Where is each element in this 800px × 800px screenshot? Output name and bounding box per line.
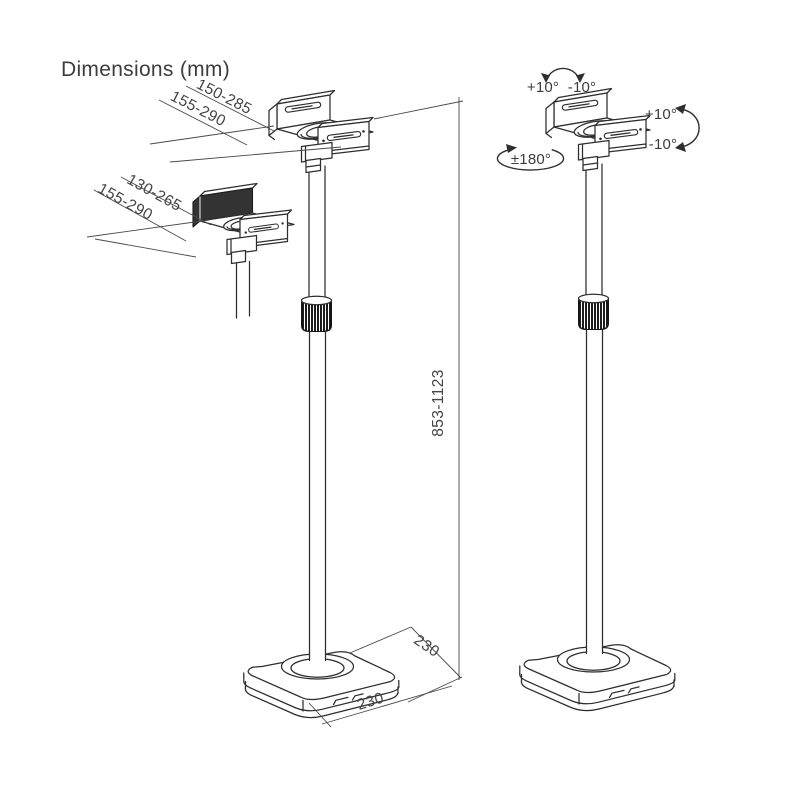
dim-label-230-width: 230 [355, 690, 386, 714]
dim-line-130-265 [120, 176, 212, 226]
right-pole-upper-fill [586, 164, 602, 301]
ext-line-detail-2 [94, 238, 197, 258]
right-pole-upper [585, 163, 603, 302]
detail-hole-left [244, 231, 247, 234]
right-annotations: +10° -10° +10° -10° ±180° [496, 67, 700, 171]
dim-line-155-290-b [93, 189, 187, 242]
ext-line-base-a [349, 626, 412, 654]
top-swivel-arrow-left [541, 73, 550, 83]
rotation-arrow [506, 144, 517, 153]
right-collar [577, 293, 610, 331]
right-pole-lower [585, 325, 604, 655]
left-pole-lower [308, 327, 327, 662]
label-top-swivel-left: +10° [527, 79, 559, 96]
rotation-ellipse-arc [496, 149, 565, 171]
detail-front-slot-detail [253, 226, 272, 231]
right-bracket [546, 89, 650, 171]
side-tilt-arrow-down [675, 142, 686, 152]
left-detail-bracket [192, 182, 295, 319]
left-dimensions: 150-285 155-290 130-265 155-290 853-1123… [86, 76, 464, 728]
side-tilt-arrow-up [675, 104, 686, 114]
top-swivel-arrow-right [576, 73, 585, 83]
ext-line-height-top [373, 100, 464, 120]
right-pole-lower-fill [586, 326, 603, 655]
left-bracket [269, 91, 373, 173]
dim-line-230-width [321, 685, 453, 725]
dim-label-height: 853-1123 [430, 369, 447, 437]
dim-line-150-285 [185, 85, 275, 132]
ext-line-base-b [407, 676, 463, 703]
left-pole-lower-fill [309, 328, 326, 662]
label-top-swivel-right: -10° [568, 79, 596, 96]
ext-line-base-c [308, 702, 332, 728]
detail-hole-right [281, 222, 284, 225]
detail-clamp-foot [230, 249, 247, 265]
ext-line-detail-1 [86, 219, 210, 238]
left-collar [300, 295, 333, 333]
label-rotation-range: ±180° [511, 151, 551, 168]
label-side-tilt-up: +10° [645, 106, 677, 123]
detail-pole-stub [235, 260, 251, 319]
side-tilt-arc [677, 108, 700, 148]
left-pole-upper [308, 165, 326, 304]
page-title: Dimensions (mm) [61, 58, 230, 81]
dim-line-230-depth [410, 626, 462, 679]
dim-label-230-depth: 230 [411, 632, 443, 661]
left-stand [192, 91, 400, 719]
left-pole-upper-fill [309, 166, 325, 303]
right-stand [519, 89, 676, 712]
dim-line-155-290 [158, 99, 248, 146]
ext-line-upper-2 [169, 146, 342, 163]
label-side-tilt-down: -10° [649, 136, 677, 153]
top-swivel-arc [546, 67, 580, 80]
ext-line-upper-1 [149, 125, 275, 145]
detail-clamp-body [226, 234, 258, 256]
